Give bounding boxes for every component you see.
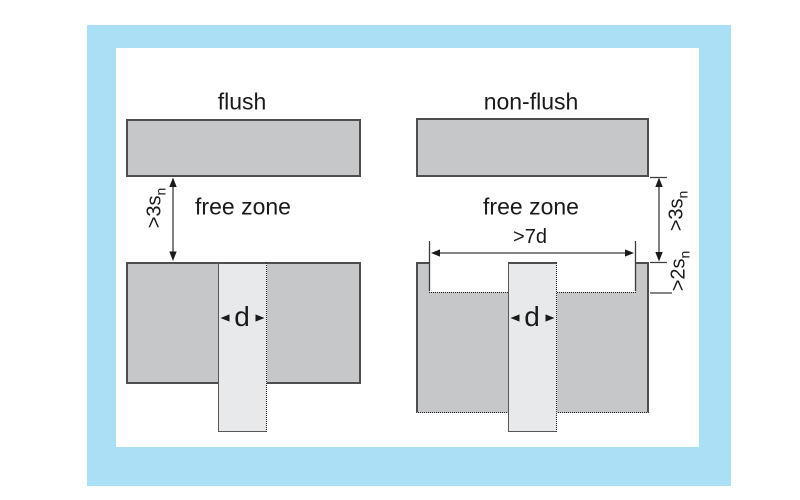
- flush-title: flush: [217, 88, 267, 115]
- depth-value: >2s: [667, 258, 690, 292]
- nonflush-free-zone-label: free zone: [483, 193, 579, 220]
- nonflush-diameter-label: d: [524, 301, 540, 332]
- flush-clearance-label: >3sn: [143, 187, 169, 229]
- flush-diameter-label: d: [234, 301, 250, 332]
- clearance-subscript: n: [674, 190, 691, 199]
- nonflush-top-plate: [416, 118, 649, 177]
- nonflush-clearance-label: >3sn: [665, 190, 691, 232]
- nonflush-sensor: [508, 262, 557, 432]
- flush-free-zone-label: free zone: [195, 193, 291, 220]
- clearance-value: >3s: [665, 198, 688, 232]
- nonflush-title: non-flush: [483, 88, 579, 115]
- flush-sensor: [218, 262, 267, 432]
- recess-width-label: >7d: [513, 226, 547, 248]
- nonflush-rim-left: [416, 262, 430, 293]
- recess-depth-label: >2sn: [667, 250, 693, 292]
- depth-subscript: n: [676, 250, 693, 259]
- clearance-subscript: n: [152, 187, 169, 196]
- flush-top-plate: [126, 119, 361, 177]
- clearance-value: >3s: [143, 195, 166, 229]
- nonflush-rim-right: [635, 262, 649, 293]
